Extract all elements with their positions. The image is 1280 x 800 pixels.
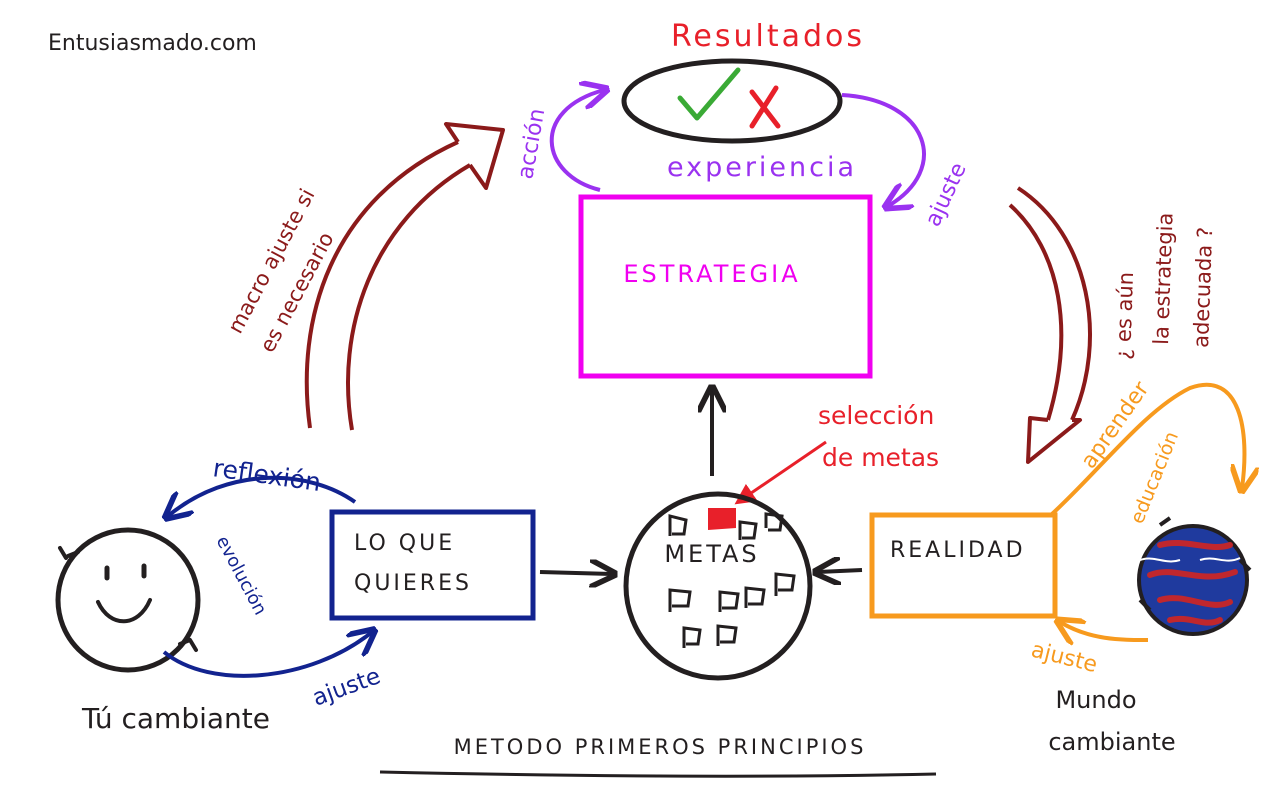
reality-label: REALIDAD (890, 538, 1026, 563)
what-you-want-line1: LO QUE (354, 531, 455, 556)
site-label: Entusiasmado.com (48, 31, 257, 56)
world-globe-icon (1137, 516, 1252, 636)
adjust-cycle-arrow (841, 93, 926, 206)
want-to-goals-arrow (539, 572, 612, 574)
adjust-right-label: ajuste (1029, 638, 1100, 679)
question-line1: ¿ es aún (1111, 272, 1138, 361)
question-line2: la estrategia (1149, 212, 1178, 345)
reality-to-goals-arrow (818, 570, 863, 572)
world-changing-line1: Mundo (1055, 686, 1136, 714)
cross-icon (749, 85, 781, 129)
experience-label: experiencia (667, 152, 857, 183)
goal-selection-line2: de metas (822, 443, 939, 472)
adjust-cycle-label: ajuste (921, 159, 972, 230)
strategy-box (578, 194, 873, 379)
method-underline (379, 770, 937, 778)
selected-flag-icon (708, 508, 736, 530)
reflection-label: reflexión (211, 453, 323, 497)
adjust-left-label: ajuste (309, 663, 384, 711)
check-icon (677, 67, 741, 121)
goals-label: METAS (664, 540, 759, 568)
goal-selection-arrow (734, 440, 827, 505)
reflection-arrow (168, 475, 357, 516)
strategy-label: ESTRATEGIA (623, 260, 800, 288)
evolution-label: evolución (212, 532, 271, 618)
what-you-want-line2: QUIERES (354, 571, 472, 596)
action-label: acción (513, 107, 550, 181)
learn-arrow (1050, 382, 1244, 516)
results-title: Resultados (671, 19, 865, 54)
goal-selection-line1: selección (818, 401, 934, 430)
question-line3: adecuada ? (1189, 227, 1217, 349)
world-changing-line2: cambiante (1048, 728, 1175, 756)
macro-adjust-arrow (304, 122, 505, 431)
you-changing-label: Tú cambiante (81, 702, 270, 735)
goals-circle (623, 491, 813, 681)
education-label: educación (1126, 428, 1183, 526)
action-arrow (549, 90, 604, 192)
strategy-question-arrow (1008, 186, 1092, 464)
adjust-right-arrow (1060, 622, 1149, 640)
what-you-want-box (329, 509, 536, 621)
smiley-face-icon (55, 527, 201, 673)
flag-icons (668, 512, 796, 648)
reality-box (869, 512, 1058, 619)
results-ellipse (621, 58, 843, 144)
adjust-left-arrow (162, 632, 372, 678)
method-title: METODO PRIMEROS PRINCIPIOS (454, 735, 867, 759)
